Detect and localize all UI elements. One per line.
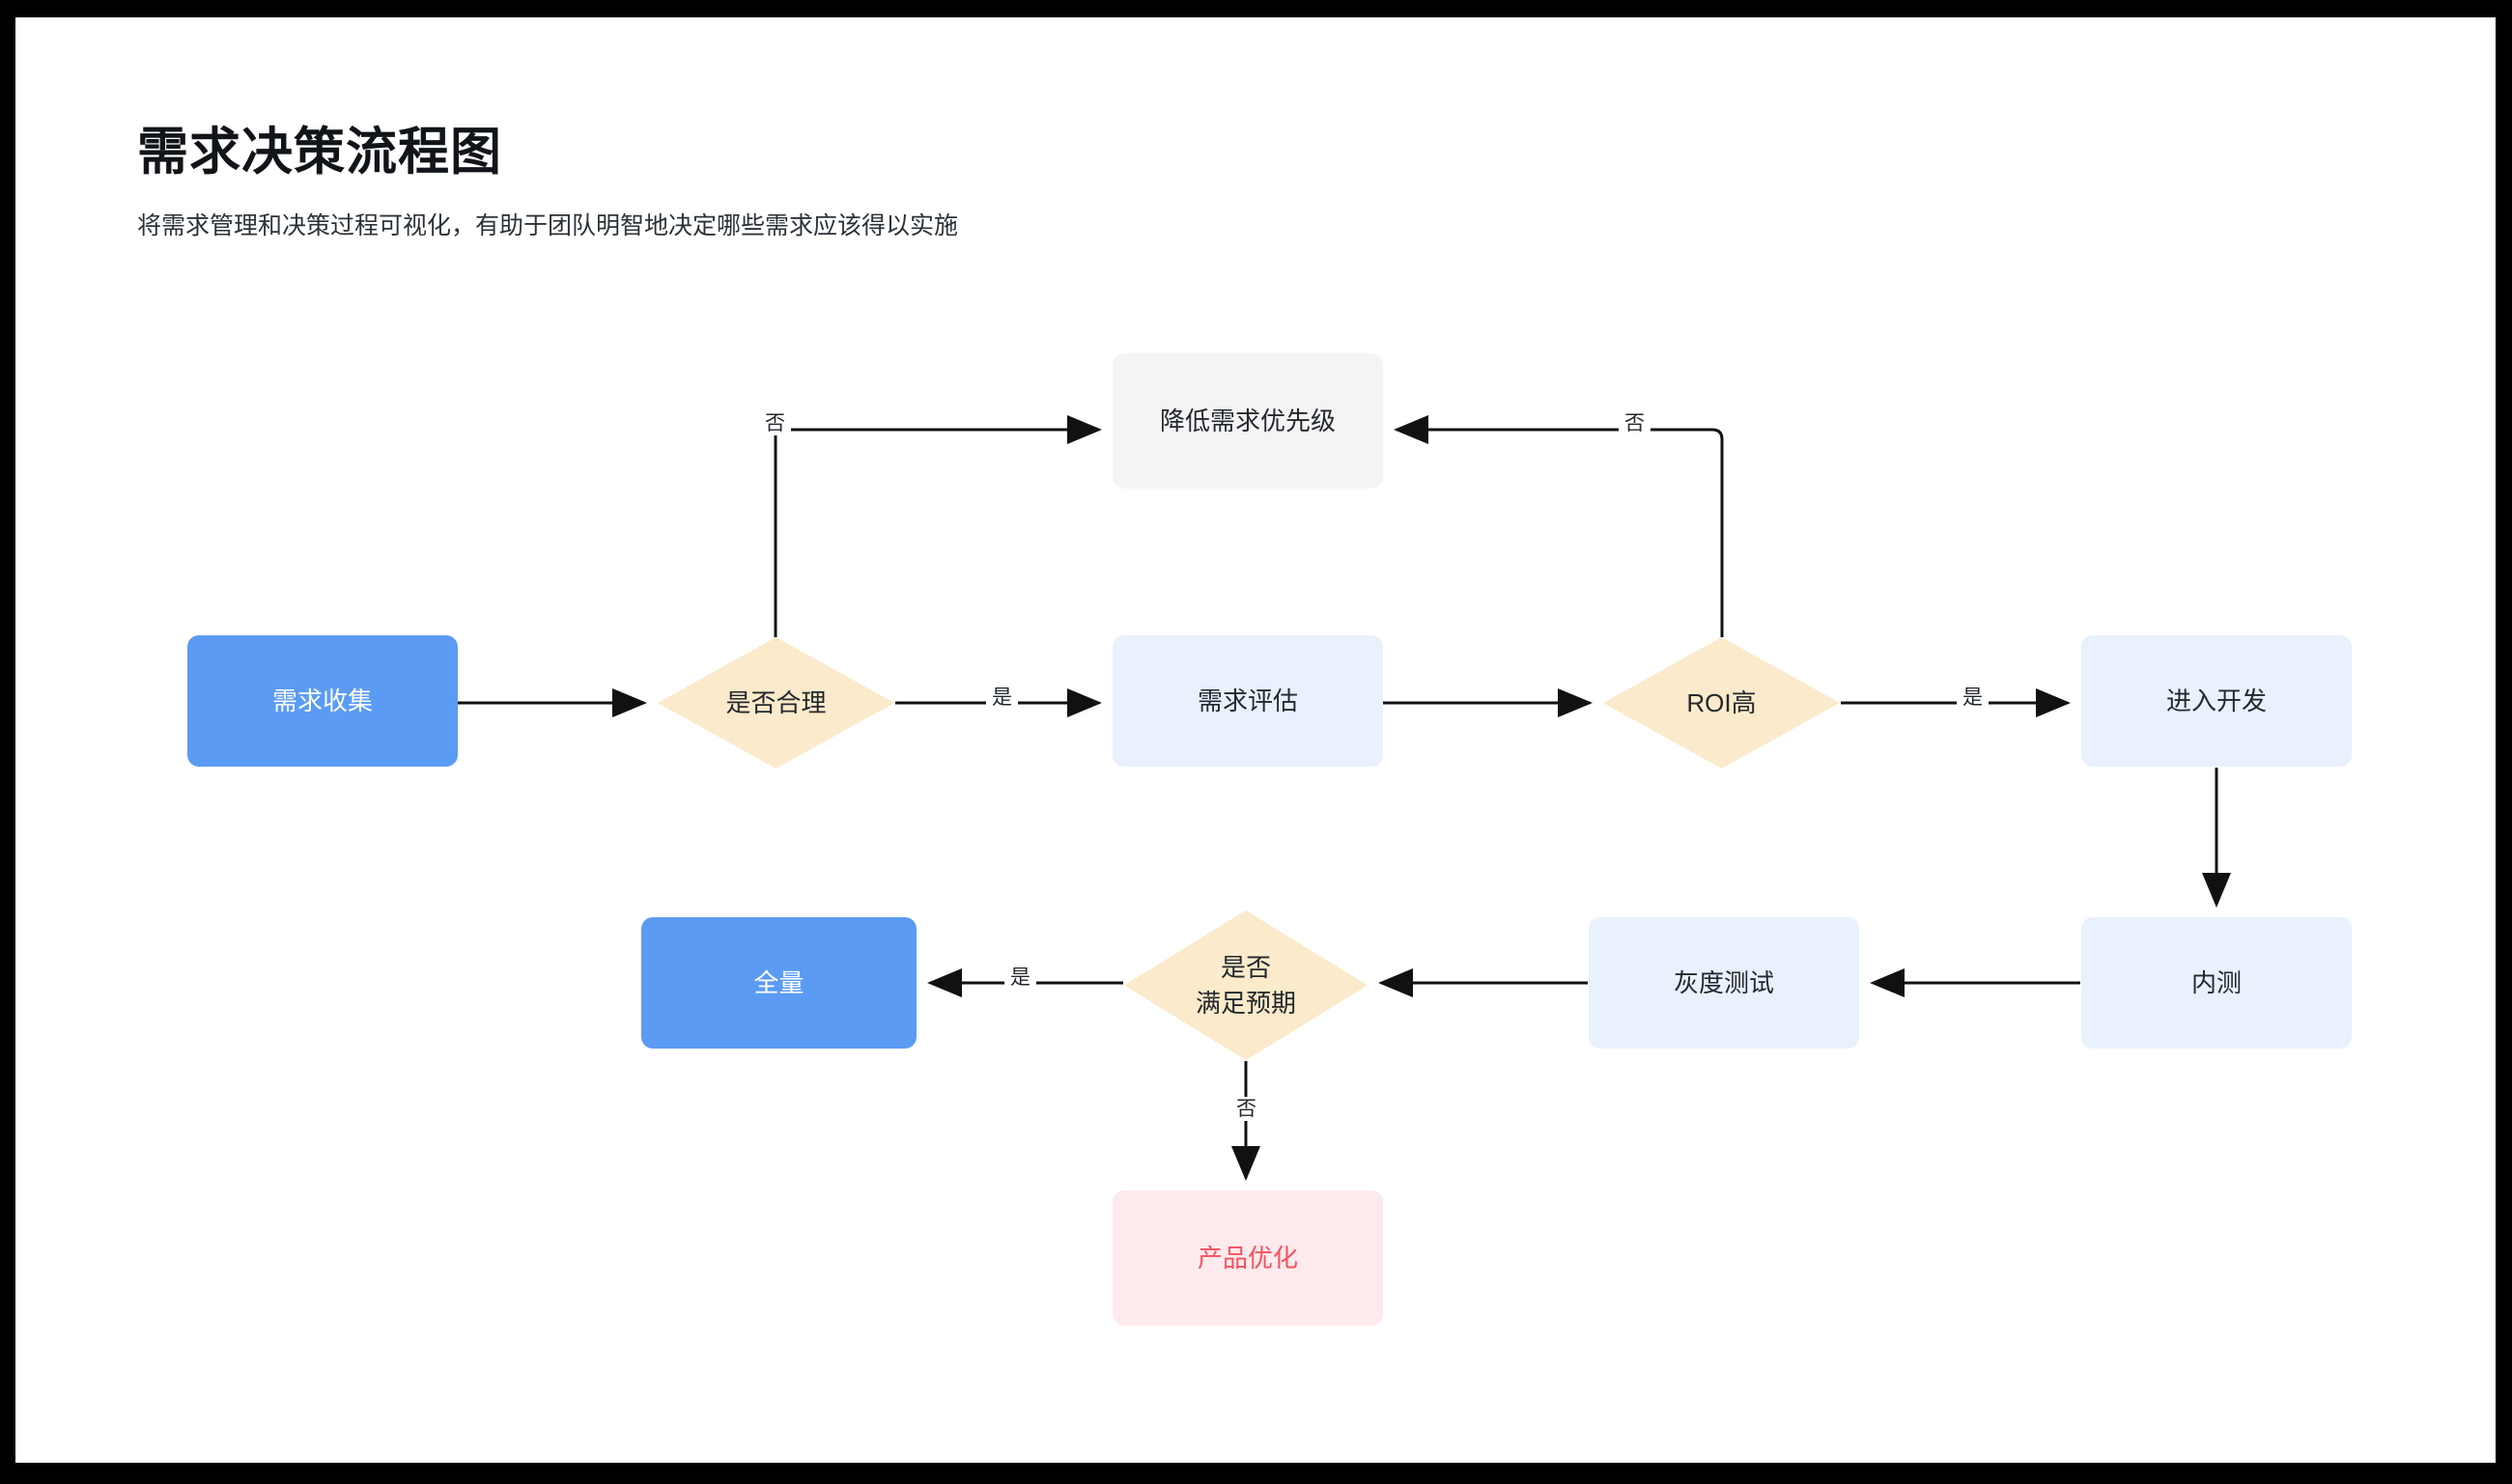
node-roi-high-label: ROI高 [1686,687,1757,717]
node-is-reasonable-label: 是否合理 [725,687,827,717]
flowchart-canvas: 需求收集 是否合理 降低需求优先级 需求评估 ROI高 进入开发 内测 [15,17,2496,1463]
node-meets-expectation-label: 是否 满足预期 [1195,952,1296,1018]
node-collect[interactable]: 需求收集 [187,635,458,767]
node-full-release[interactable]: 全量 [641,917,917,1049]
node-requirement-evaluate-label: 需求评估 [1197,686,1298,715]
page-subtitle: 将需求管理和决策过程可视化，有助于团队明智地决定哪些需求应该得以实施 [137,211,959,239]
node-requirement-evaluate[interactable]: 需求评估 [1113,635,1383,767]
node-enter-development-label: 进入开发 [2165,686,2267,715]
node-collect-label: 需求收集 [271,686,373,715]
node-enter-development[interactable]: 进入开发 [2081,635,2352,767]
node-internal-test-label: 内测 [2190,967,2242,997]
edge-reason-to-lower [774,415,1102,637]
edge-label-expect-no: 否 [1230,1097,1262,1122]
node-is-reasonable[interactable]: 是否合理 [658,637,894,769]
edge-label-expect-yes: 是 [1004,966,1036,991]
edge-label-roi-yes: 是 [1957,686,1989,711]
edge-label-roi-no: 否 [1619,411,1651,436]
node-roi-high[interactable]: ROI高 [1603,637,1840,769]
node-gray-test-label: 灰度测试 [1673,967,1774,997]
edge-label-reason-no: 否 [759,411,791,436]
node-lower-priority-label: 降低需求优先级 [1159,406,1336,435]
page-title: 需求决策流程图 [137,124,502,181]
page-header: 需求决策流程图 将需求管理和决策过程可视化，有助于团队明智地决定哪些需求应该得以… [137,124,1972,243]
edge-roi-to-lower [1394,415,1724,637]
diagram-page: 需求决策流程图 将需求管理和决策过程可视化，有助于团队明智地决定哪些需求应该得以… [15,17,2496,1463]
edge-label-reason-yes: 是 [986,686,1018,711]
node-product-optimize-label: 产品优化 [1197,1243,1298,1273]
node-product-optimize[interactable]: 产品优化 [1113,1190,1383,1326]
node-full-release-label: 全量 [753,967,804,997]
node-meets-expectation[interactable]: 是否 满足预期 [1124,910,1368,1060]
node-internal-test[interactable]: 内测 [2081,917,2352,1049]
node-lower-priority[interactable]: 降低需求优先级 [1113,353,1383,489]
node-gray-test[interactable]: 灰度测试 [1589,917,1859,1049]
